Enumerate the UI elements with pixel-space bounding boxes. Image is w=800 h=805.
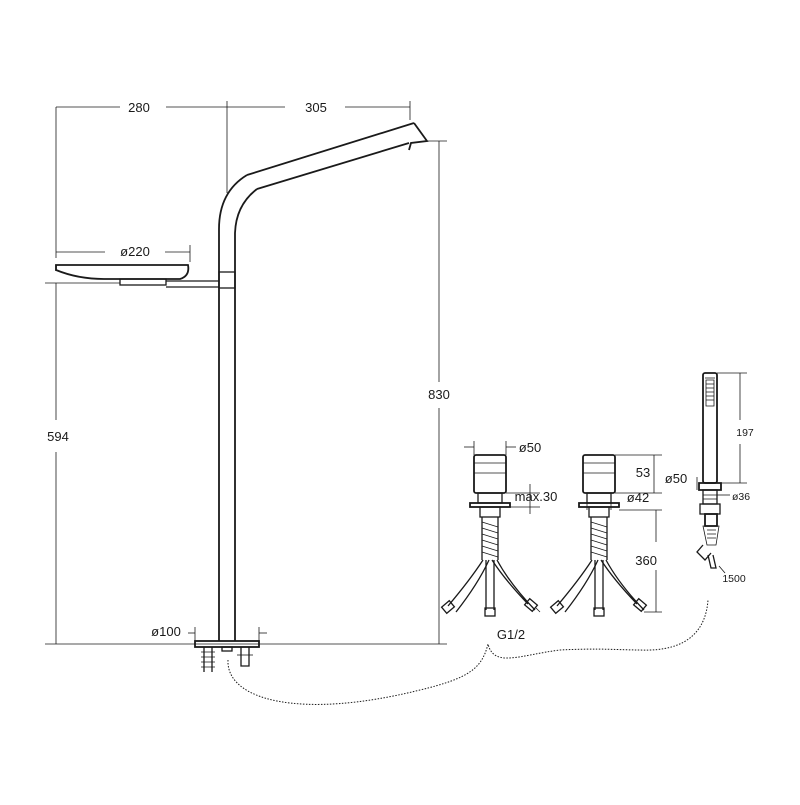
dimension-valve-thread-diameter: ø42: [627, 490, 649, 505]
dimension-handshower-thread-diameter: ø36: [732, 491, 750, 503]
dimension-max-deck: max.30: [515, 489, 558, 504]
dimension-830: 830: [428, 387, 450, 402]
spout-column: [218, 122, 429, 641]
dimension-valve-diameter-left: ø50: [519, 440, 541, 455]
dimension-hose-length-valve: 360: [635, 553, 657, 568]
spout-base: [194, 640, 260, 672]
dimension-valve-height: 53: [636, 465, 650, 480]
dimension-594: 594: [47, 429, 69, 444]
soap-tray: [55, 264, 219, 288]
dimension-305: 305: [305, 100, 327, 115]
valve-right: [549, 454, 648, 617]
dimension-hose-thread: G1/2: [497, 627, 525, 642]
dimension-base-diameter: ø100: [151, 624, 181, 639]
dimension-tray-diameter: ø220: [120, 244, 150, 259]
handshower-hose-path: [227, 599, 709, 705]
dimension-lines-top: [55, 101, 411, 258]
valve-left: [440, 454, 539, 617]
dimension-280: 280: [128, 100, 150, 115]
dimension-handshower-length: 197: [736, 427, 754, 439]
dimension-holder-diameter: ø50: [665, 471, 687, 486]
dimension-handshower-hose-length: 1500: [722, 573, 746, 585]
handshower: [696, 372, 722, 569]
